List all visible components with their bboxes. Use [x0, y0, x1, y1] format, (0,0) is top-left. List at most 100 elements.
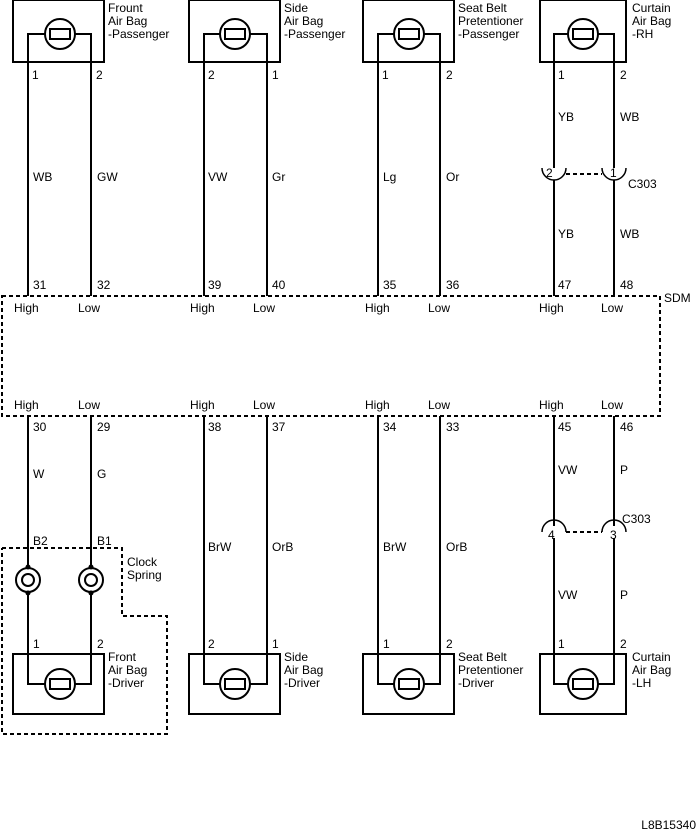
- module-seatbelt-pretentioner-driver: Seat Belt Pretentioner -Driver: [362, 650, 523, 715]
- wire-color-label: Lg: [383, 170, 396, 184]
- module-label-line3: -LH: [632, 676, 651, 690]
- pin-label: 2: [446, 637, 453, 651]
- low-label: Low: [428, 301, 450, 315]
- pin-label: 2: [97, 637, 104, 651]
- pin-label: 2: [208, 68, 215, 82]
- module-label-line3: -Driver: [108, 676, 144, 690]
- module-label-line1: Side: [284, 1, 308, 15]
- module-label-line2: Air Bag: [108, 663, 147, 677]
- wire-color-label: P: [620, 463, 628, 477]
- wire-color-label: BrW: [383, 540, 407, 554]
- high-label: High: [14, 398, 39, 412]
- bottom-wires: [27, 416, 615, 656]
- top-wires: [27, 62, 615, 296]
- clock-spring-pin: B2: [33, 534, 48, 548]
- module-label-line2: Pretentioner: [458, 663, 523, 677]
- module-front-airbag-passenger: Frount Air Bag -Passenger: [12, 0, 169, 63]
- sdm-pin: 34: [383, 420, 397, 434]
- module-label-line2: Air Bag: [284, 14, 323, 28]
- bottom-module-pins: 1 2 2 1 1 2 1 2: [33, 637, 627, 651]
- connector-c303-bottom: 4 3 C303: [541, 512, 651, 542]
- pin-label: 2: [620, 637, 627, 651]
- pin-label: 2: [620, 68, 627, 82]
- pin-label: 1: [272, 637, 279, 651]
- sdm-label: SDM: [664, 291, 691, 305]
- sdm-pin: 46: [620, 420, 634, 434]
- sdm-top-pins: 31 32 39 40 35 36 47 48: [33, 278, 634, 292]
- wire-color-label: VW: [558, 463, 578, 477]
- pin-label: 1: [33, 637, 40, 651]
- module-label-line1: Seat Belt: [458, 1, 507, 15]
- sdm-bottom-pins: 30 29 38 37 34 33 45 46: [33, 420, 634, 434]
- sdm-pin: 30: [33, 420, 47, 434]
- low-label: Low: [428, 398, 450, 412]
- module-label-line2: Pretentioner: [458, 14, 523, 28]
- connector-label: C303: [628, 177, 657, 191]
- sdm-pin: 35: [383, 278, 397, 292]
- c303-pin-a: 4: [548, 528, 555, 542]
- pin-label: 1: [32, 68, 39, 82]
- sdm-pin: 29: [97, 420, 111, 434]
- pin-label: 1: [382, 68, 389, 82]
- high-label: High: [539, 301, 564, 315]
- module-label-line3: -Driver: [284, 676, 320, 690]
- figure-id: L8B15340: [641, 818, 696, 832]
- wire-color-label: W: [33, 467, 45, 481]
- sdm-pin: 33: [446, 420, 460, 434]
- wire-color-label: WB: [620, 110, 639, 124]
- module-front-airbag-driver: Front Air Bag -Driver: [12, 650, 147, 715]
- module-side-airbag-driver: Side Air Bag -Driver: [188, 650, 323, 715]
- module-label-line3: -Passenger: [284, 27, 345, 41]
- bottom-wire-colors: W G BrW OrB BrW OrB VW P VW P: [33, 463, 628, 602]
- sdm-pin: 36: [446, 278, 460, 292]
- wire-color-label: OrB: [446, 540, 467, 554]
- high-label: High: [190, 301, 215, 315]
- wire-color-label: GW: [97, 170, 118, 184]
- module-side-airbag-passenger: Side Air Bag -Passenger: [188, 0, 345, 63]
- module-label-line2: Air Bag: [632, 14, 671, 28]
- wire-color-label: VW: [558, 588, 578, 602]
- wire-color-label: OrB: [272, 540, 293, 554]
- module-label-line1: Frount: [108, 1, 143, 15]
- clock-spring-label-line1: Clock: [127, 555, 158, 569]
- sdm-pin: 38: [208, 420, 222, 434]
- c303-pin-a: 2: [546, 166, 553, 180]
- high-label: High: [365, 301, 390, 315]
- module-curtain-airbag-rh: Curtain Air Bag -RH: [539, 0, 671, 63]
- module-label-line1: Curtain: [632, 650, 671, 664]
- sdm-pin: 48: [620, 278, 634, 292]
- top-module-pins: 1 2 2 1 1 2 1 2: [32, 68, 627, 82]
- wire-color-label: P: [620, 588, 628, 602]
- module-label-line3: -Passenger: [458, 27, 519, 41]
- module-label-line3: -Driver: [458, 676, 494, 690]
- low-label: Low: [78, 398, 100, 412]
- c303-pin-b: 1: [610, 166, 617, 180]
- sdm-pin: 31: [33, 278, 47, 292]
- sdm-pin: 40: [272, 278, 286, 292]
- sdm-pin: 37: [272, 420, 286, 434]
- module-label-line2: Air Bag: [632, 663, 671, 677]
- module-label-line1: Seat Belt: [458, 650, 507, 664]
- module-curtain-airbag-lh: Curtain Air Bag -LH: [539, 650, 671, 715]
- c303-pin-b: 3: [610, 528, 617, 542]
- low-label: Low: [601, 301, 623, 315]
- top-wire-colors: WB GW VW Gr Lg Or YB WB YB WB: [33, 110, 639, 241]
- connector-label: C303: [622, 512, 651, 526]
- pin-label: 1: [272, 68, 279, 82]
- wire-color-label: VW: [208, 170, 228, 184]
- wire-color-label: Or: [446, 170, 459, 184]
- sdm-pin: 32: [97, 278, 111, 292]
- module-label-line3: -Passenger: [108, 27, 169, 41]
- wire-color-label: WB: [33, 170, 52, 184]
- sdm-pin: 47: [558, 278, 572, 292]
- high-label: High: [539, 398, 564, 412]
- wire-color-label: WB: [620, 227, 639, 241]
- low-label: Low: [253, 398, 275, 412]
- low-label: Low: [253, 301, 275, 315]
- wire-color-label: BrW: [208, 540, 232, 554]
- wire-color-label: Gr: [272, 170, 285, 184]
- clock-spring-pin: B1: [97, 534, 112, 548]
- connector-c303-top: 2 1 C303: [541, 166, 657, 191]
- sdm-module: SDM High Low High Low High Low High Low …: [1, 291, 691, 417]
